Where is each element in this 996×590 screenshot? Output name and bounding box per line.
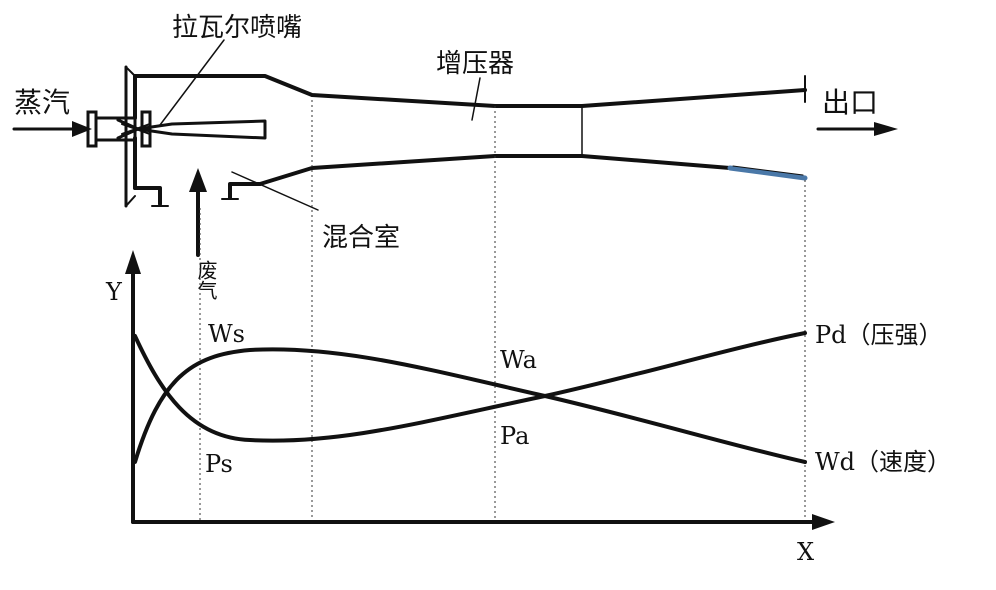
label-diffuser: 增压器 [436, 49, 514, 79]
label-pd: Pd（压强） [815, 321, 943, 349]
ejector-top-wall [133, 74, 807, 108]
flow-arrows [12, 121, 898, 257]
diagram-labels: 蒸汽 拉瓦尔喷嘴 增压器 出口 混合室 废气 [14, 13, 878, 300]
label-ps: Ps [205, 450, 233, 478]
ejector-bottom-wall-tip [727, 165, 808, 181]
label-wd: Wd（速度） [815, 448, 951, 476]
label-waste-gas: 废气 [194, 260, 218, 300]
axis-label-x: X [797, 538, 814, 566]
pointer-lines [159, 39, 481, 211]
profile-graph: Y X Ws Ps Wa Pa Pd（压强） Wd（速度） [105, 250, 951, 566]
axis-label-y: Y [105, 278, 123, 306]
label-ws: Ws [208, 320, 245, 348]
label-steam: 蒸汽 [14, 86, 70, 119]
ejector-body [86, 65, 808, 208]
label-mixing-chamber: 混合室 [322, 223, 400, 253]
ejector-bottom-wall [258, 154, 732, 186]
velocity-curve [133, 347, 807, 464]
pressure-curve [133, 331, 807, 443]
section-guides [199, 100, 806, 522]
label-wa: Wa [500, 346, 537, 374]
label-pa: Pa [500, 422, 529, 450]
label-laval-nozzle: 拉瓦尔喷嘴 [172, 13, 302, 43]
label-outlet: 出口 [822, 86, 878, 119]
